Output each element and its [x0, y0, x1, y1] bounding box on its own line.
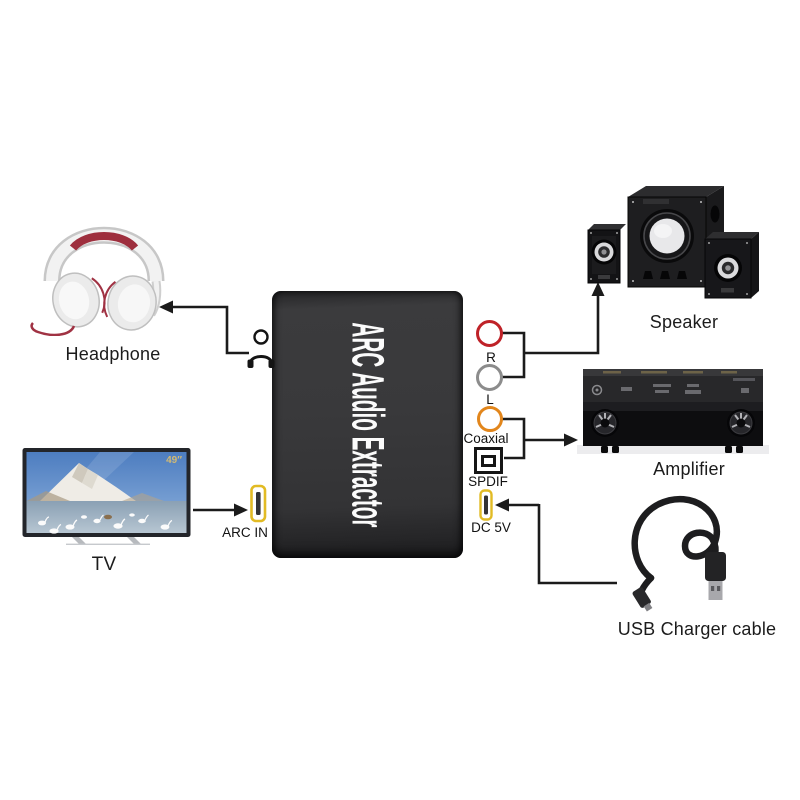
tv-label: TV — [91, 554, 117, 575]
headphone-jack-icon — [245, 326, 275, 368]
coaxial-port-icon — [477, 406, 503, 432]
tv-stand — [66, 537, 150, 546]
volume-knob-left — [591, 409, 619, 437]
speaker-image — [573, 184, 763, 306]
wire-speaker — [524, 289, 600, 355]
speaker-illustration — [587, 186, 759, 299]
amplifier-image — [575, 366, 771, 458]
arrow-to-amplifier — [564, 433, 578, 447]
spdif-inner-square — [481, 454, 496, 467]
rca-r-label: R — [486, 350, 496, 365]
rca-l-label: L — [486, 392, 494, 407]
headphone-image — [28, 186, 180, 337]
wire-dc5v — [502, 503, 617, 585]
wire-coax-bracket — [502, 417, 526, 460]
wire-headphone — [164, 305, 249, 355]
left-satellite — [587, 224, 626, 284]
usb-cable-label: USB Charger cable — [617, 619, 777, 639]
amplifier-illustration — [577, 369, 769, 454]
headphone-label: Headphone — [65, 344, 161, 364]
tv-illustration: 49″ — [22, 448, 191, 546]
arrow-to-dc5v — [495, 498, 509, 512]
right-satellite — [704, 232, 759, 299]
swans — [38, 513, 173, 534]
headphone-illustration — [30, 226, 165, 337]
spdif-label: SPDIF — [468, 474, 508, 489]
amplifier-label: Amplifier — [653, 459, 725, 479]
rca-r-port-icon — [476, 320, 503, 347]
speaker-label: Speaker — [649, 312, 719, 332]
dc-5v-port-icon — [478, 489, 494, 521]
tv-image: 49″ — [22, 447, 192, 546]
arrow-to-headphone — [159, 300, 173, 314]
rca-l-port-icon — [476, 364, 503, 391]
arrow-to-arcin — [234, 503, 248, 517]
coaxial-label: Coaxial — [463, 431, 509, 446]
usb-cable-image — [613, 486, 748, 614]
wire-rl-bracket — [502, 331, 526, 379]
dc-5v-label: DC 5V — [471, 520, 511, 535]
tv-screen: 49″ — [26, 452, 187, 534]
usb-cable-illustration — [631, 495, 726, 612]
tv-size-badge: 49″ — [166, 455, 182, 466]
display-markings — [621, 378, 755, 394]
extractor-title: ARC Audio Extractor — [342, 321, 394, 528]
usb-a-connector — [705, 552, 726, 600]
volume-knob-right — [727, 409, 755, 437]
arc-in-port-icon — [248, 484, 268, 524]
spdif-port-icon — [474, 447, 503, 474]
arc-audio-extractor-box: ARC Audio Extractor — [272, 291, 463, 558]
micro-usb-connector — [632, 587, 653, 612]
subwoofer — [627, 186, 724, 288]
arc-in-label: ARC IN — [222, 525, 268, 540]
arrow-to-speaker — [591, 282, 605, 296]
